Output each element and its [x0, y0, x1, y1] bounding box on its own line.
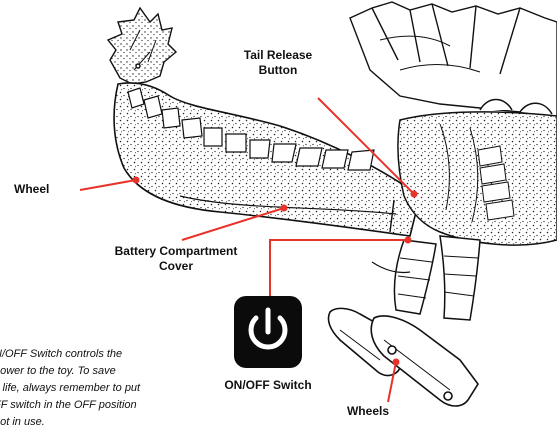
- tail-crest: [108, 8, 176, 84]
- tail-release-label-line1: Tail Release: [244, 48, 312, 62]
- battery-marker: [281, 205, 288, 212]
- wing: [350, 2, 557, 120]
- battery-cover-label: Battery Compartment Cover: [96, 244, 256, 274]
- note-line: FF switch in the OFF position: [0, 397, 264, 414]
- dragon-body: [398, 100, 557, 246]
- note-line: not in use.: [0, 414, 264, 431]
- wheel-marker: [133, 177, 140, 184]
- battery-cover-label-line1: Battery Compartment: [115, 244, 238, 258]
- tail-release-marker: [411, 191, 418, 198]
- dragon-feet: [328, 308, 478, 406]
- wheels-label: Wheels: [338, 404, 398, 419]
- onoff-note: N/OFF Switch controls the power to the t…: [0, 346, 264, 431]
- wheel-label: Wheel: [14, 182, 49, 197]
- wheels-marker: [393, 359, 400, 366]
- note-line: N/OFF Switch controls the: [0, 346, 264, 363]
- dragon-legs: [372, 236, 480, 320]
- note-line: power to the toy. To save: [0, 363, 264, 380]
- onoff-callout-line: [270, 240, 406, 296]
- onoff-marker: [405, 237, 412, 244]
- battery-cover-label-line2: Cover: [159, 259, 193, 273]
- note-line: y life, always remember to put: [0, 380, 264, 397]
- wheel-callout-line: [80, 180, 136, 190]
- tail-release-label-line2: Button: [259, 63, 298, 77]
- tail-release-label: Tail Release Button: [236, 48, 320, 78]
